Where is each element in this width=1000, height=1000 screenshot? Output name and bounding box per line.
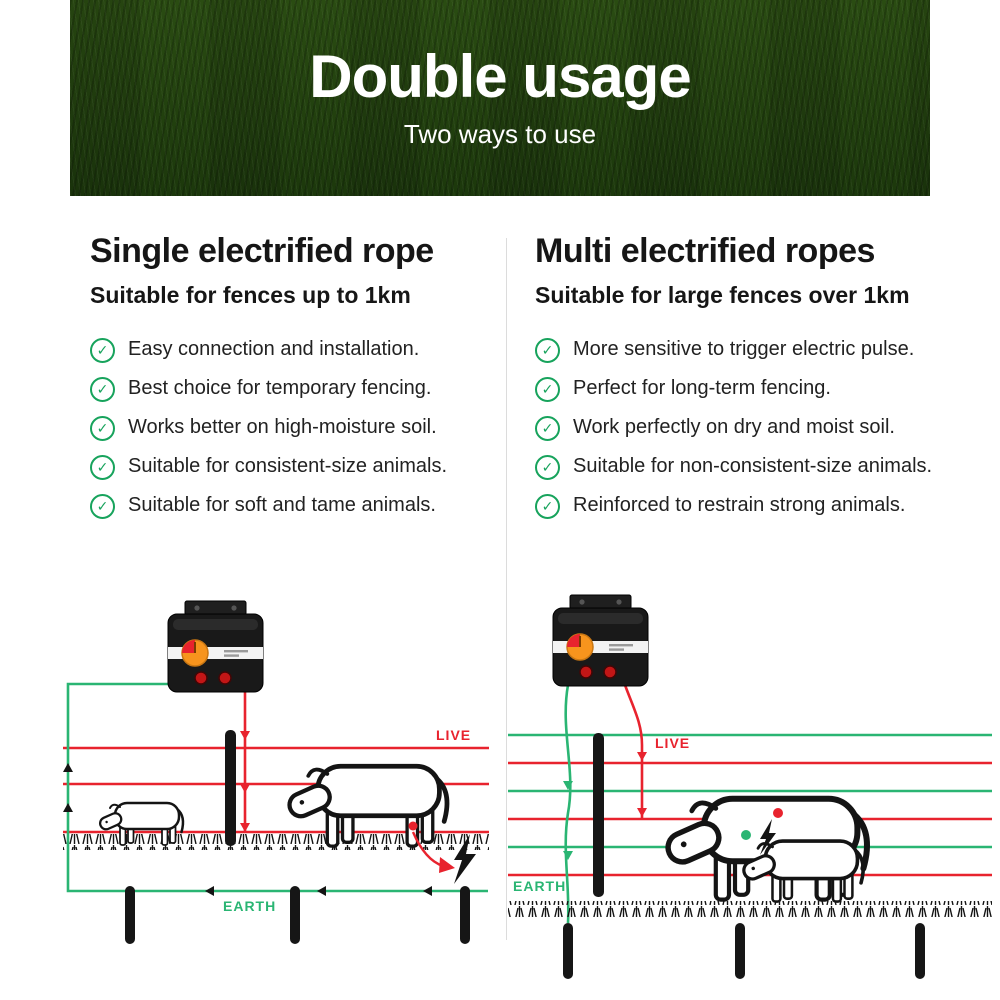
live-feed-wire	[623, 684, 644, 819]
energiser-unit	[552, 594, 649, 687]
list-item: ✓ Suitable for non-consistent-size animal…	[535, 454, 977, 480]
check-icon: ✓	[90, 454, 115, 480]
feature-list-single: ✓ Easy connection and installation. ✓ Best…	[90, 337, 490, 519]
section-heading-multi: Multi electrified ropes	[535, 232, 875, 270]
ground-stakes	[563, 923, 925, 979]
live-label: LIVE	[655, 735, 690, 751]
page-title: Double usage	[309, 42, 691, 110]
list-item: ✓ Works better on high-moisture soil.	[90, 415, 490, 441]
earth-wire	[66, 682, 488, 893]
check-icon: ✓	[535, 376, 560, 402]
list-item: ✓ Best choice for temporary fencing.	[90, 376, 490, 402]
section-subheading-multi: Suitable for large fences over 1km	[535, 281, 910, 308]
section-single-rope: Single electrified rope Suitable for fen…	[90, 232, 490, 519]
list-item: ✓ Suitable for consistent-size animals.	[90, 454, 490, 480]
list-item-text: Suitable for soft and tame animals.	[128, 493, 436, 516]
list-item-text: Perfect for long-term fencing.	[573, 376, 831, 399]
energiser-unit	[167, 600, 264, 693]
diagram-single-rope: LIVE EARTH	[63, 600, 489, 944]
earth-label: EARTH	[223, 898, 276, 914]
page-subtitle: Two ways to use	[403, 118, 597, 149]
earth-label: EARTH	[513, 878, 566, 894]
check-icon: ✓	[90, 376, 115, 402]
list-item-text: Work perfectly on dry and moist soil.	[573, 415, 895, 438]
column-divider	[506, 238, 507, 940]
lightning-icon	[760, 819, 776, 855]
check-icon: ✓	[535, 415, 560, 441]
list-item: ✓ Reinforced to restrain strong animals.	[535, 493, 977, 519]
check-icon: ✓	[90, 493, 115, 519]
list-item-text: Best choice for temporary fencing.	[128, 376, 432, 399]
list-item-text: Works better on high-moisture soil.	[128, 415, 437, 438]
fence-post	[225, 730, 236, 846]
live-point	[773, 808, 783, 818]
list-item-text: Suitable for non-consistent-size animals…	[573, 454, 933, 477]
list-item-text: Suitable for consistent-size animals.	[128, 454, 448, 477]
shock-point	[408, 821, 418, 831]
check-icon: ✓	[535, 493, 560, 519]
list-item-text: Reinforced to restrain strong animals.	[573, 493, 906, 516]
list-item: ✓ More sensitive to trigger electric puls…	[535, 337, 977, 363]
check-icon: ✓	[535, 337, 560, 363]
grass	[508, 901, 992, 917]
fence-post	[593, 733, 604, 897]
diagram-multi-ropes: LIVE EARTH	[508, 594, 992, 979]
list-item: ✓ Easy connection and installation.	[90, 337, 490, 363]
lightning-icon	[454, 834, 476, 884]
check-icon: ✓	[90, 337, 115, 363]
section-multi-ropes: Multi electrified ropes Suitable for lar…	[535, 232, 977, 519]
check-icon: ✓	[90, 415, 115, 441]
live-label: LIVE	[436, 727, 471, 743]
feature-list-multi: ✓ More sensitive to trigger electric puls…	[535, 337, 977, 519]
list-item: ✓ Perfect for long-term fencing.	[535, 376, 977, 402]
earth-point	[741, 830, 751, 840]
section-subheading-single: Suitable for fences up to 1km	[90, 281, 411, 308]
earth-feed-wire	[564, 684, 572, 924]
header-banner: Double usage Two ways to use	[70, 0, 930, 196]
list-item: ✓ Suitable for soft and tame animals.	[90, 493, 490, 519]
ground-stakes	[125, 886, 470, 944]
list-item: ✓ Work perfectly on dry and moist soil.	[535, 415, 977, 441]
list-item-text: More sensitive to trigger electric pulse…	[573, 337, 915, 360]
section-heading-single: Single electrified rope	[90, 232, 434, 270]
list-item-text: Easy connection and installation.	[128, 337, 420, 360]
check-icon: ✓	[535, 454, 560, 480]
